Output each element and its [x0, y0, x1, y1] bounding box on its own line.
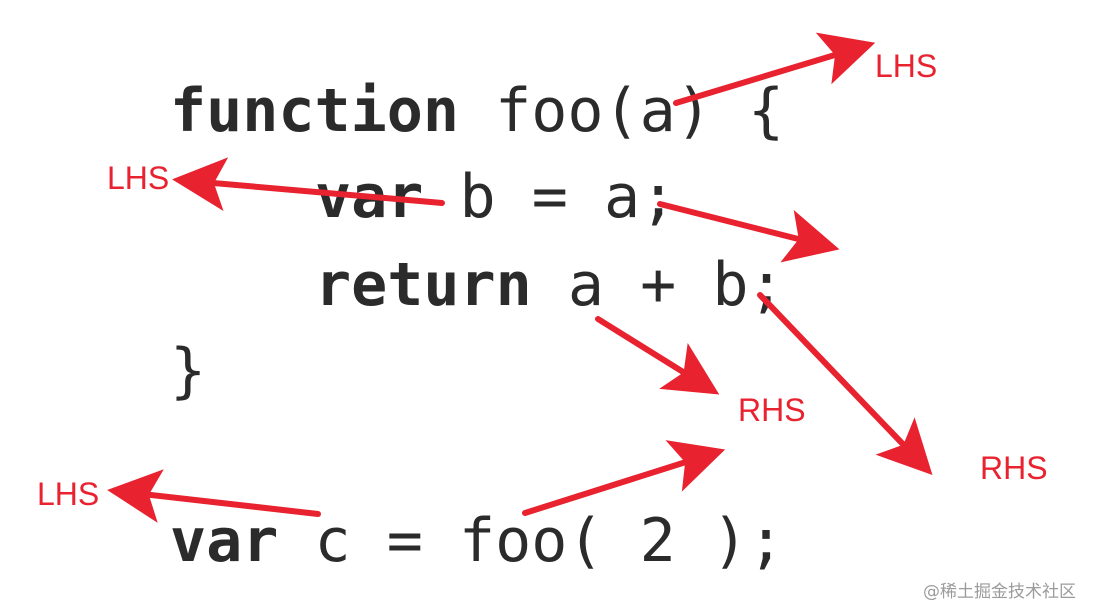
code-text-closing-brace: } — [170, 336, 207, 406]
code-text-foo-signature: foo(a) { — [458, 76, 785, 146]
arrow-return-b-to-rhs — [757, 292, 933, 475]
arrow-foo-call-to-rhs — [522, 440, 726, 516]
code-text-c-assign-call: c = foo( 2 ); — [278, 506, 785, 576]
code-line-var-c-call: var c = foo( 2 ); — [170, 506, 784, 576]
label-lhs-param: LHS — [875, 48, 938, 84]
code-text-b-assign: b = a; — [423, 162, 677, 232]
code-keyword-var-call: var — [170, 506, 279, 576]
code-line-return: return a + b; — [315, 250, 785, 320]
code-keyword-return: return — [315, 250, 532, 320]
code-line-function-declaration: function foo(a) { — [170, 76, 784, 146]
code-text-return-expression: a + b; — [531, 250, 785, 320]
label-rhs-return-a: RHS — [738, 392, 806, 428]
code-keyword-function: function — [170, 76, 459, 146]
arrow-a-semicolon-offpage — [657, 201, 840, 263]
watermark: @稀土掘金技术社区 — [923, 582, 1076, 602]
code-line-var-b: var b = a; — [315, 162, 676, 232]
arrow-return-a-to-rhs — [595, 316, 720, 395]
code-line-closing-brace: } — [170, 336, 206, 406]
label-lhs-var-b: LHS — [107, 160, 170, 196]
label-rhs-return-b: RHS — [980, 450, 1048, 486]
code-keyword-var: var — [315, 162, 424, 232]
label-lhs-var-c: LHS — [37, 476, 100, 512]
